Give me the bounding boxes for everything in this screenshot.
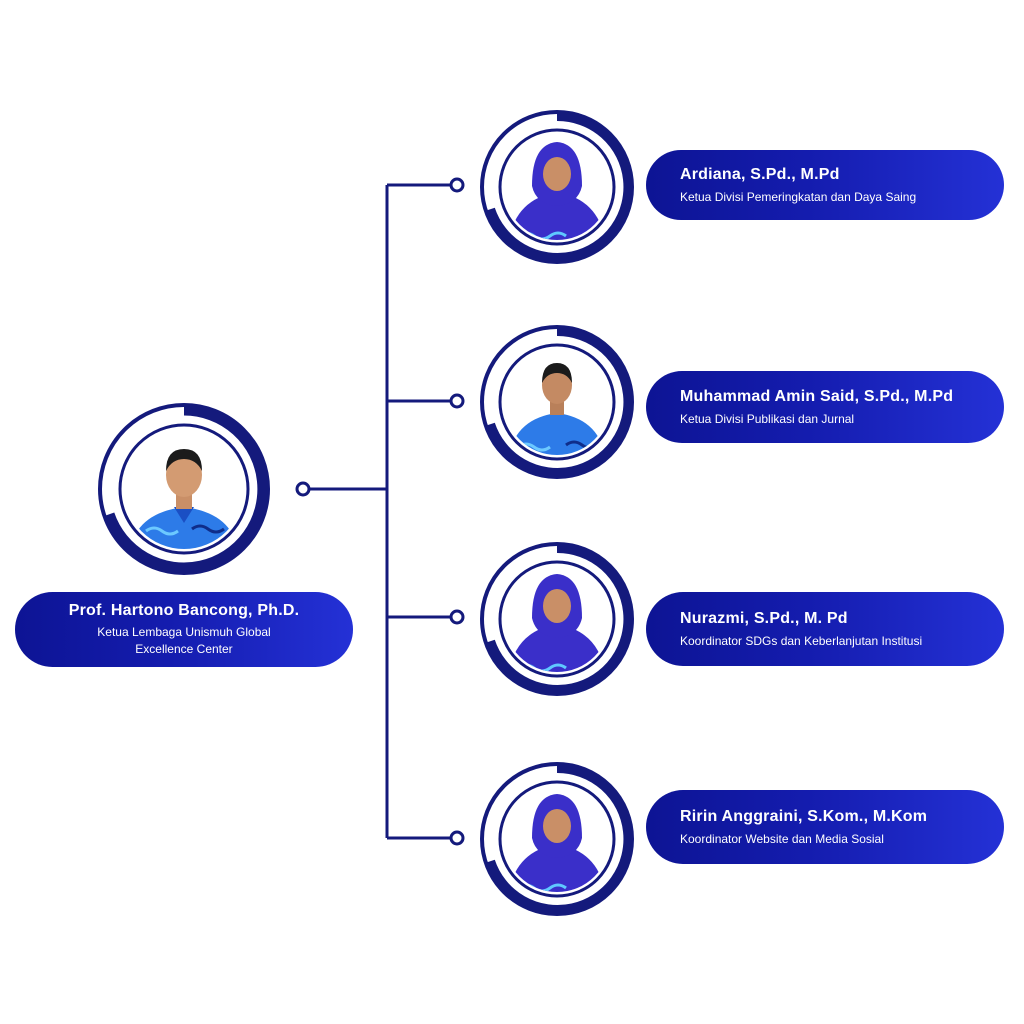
member-name-3: Nurazmi, S.Pd., M. Pd (680, 610, 848, 627)
member-avatar-1 (478, 108, 636, 266)
head-role: Ketua Lembaga Unismuh Global Excellence … (97, 625, 271, 656)
head-node-dot (295, 481, 311, 497)
member-name-1: Ardiana, S.Pd., M.Pd (680, 166, 840, 183)
member-card-2: Muhammad Amin Said, S.Pd., M.Pd Ketua Di… (646, 371, 1004, 443)
man-avatar-icon (480, 325, 634, 479)
head-name-card: Prof. Hartono Bancong, Ph.D. Ketua Lemba… (15, 592, 353, 667)
hijab-avatar-icon (480, 110, 634, 264)
member-card-4: Ririn Anggraini, S.Kom., M.Kom Koordinat… (646, 790, 1004, 864)
member-role-4: Koordinator Website dan Media Sosial (680, 832, 884, 846)
hijab-avatar-icon (480, 542, 634, 696)
node-dot-1 (449, 177, 465, 193)
hijab-avatar-icon (480, 762, 634, 916)
member-role-3: Koordinator SDGs dan Keberlanjutan Insti… (680, 634, 923, 648)
member-card-1: Ardiana, S.Pd., M.Pd Ketua Divisi Pemeri… (646, 150, 1004, 220)
node-dot-2 (449, 393, 465, 409)
member-role-1: Ketua Divisi Pemeringkatan dan Daya Sain… (680, 190, 917, 204)
head-name: Prof. Hartono Bancong, Ph.D. (68, 602, 300, 619)
member-avatar-4 (478, 760, 636, 918)
member-avatar-2 (478, 323, 636, 481)
member-card-3: Nurazmi, S.Pd., M. Pd Koordinator SDGs d… (646, 592, 1004, 666)
node-dot-4 (449, 830, 465, 846)
man-avatar-icon (98, 403, 270, 575)
member-avatar-3 (478, 540, 636, 698)
member-name-4: Ririn Anggraini, S.Kom., M.Kom (680, 808, 928, 825)
member-role-2: Ketua Divisi Publikasi dan Jurnal (680, 412, 855, 426)
node-dot-3 (449, 609, 465, 625)
head-avatar (96, 401, 272, 577)
member-name-2: Muhammad Amin Said, S.Pd., M.Pd (680, 388, 954, 405)
